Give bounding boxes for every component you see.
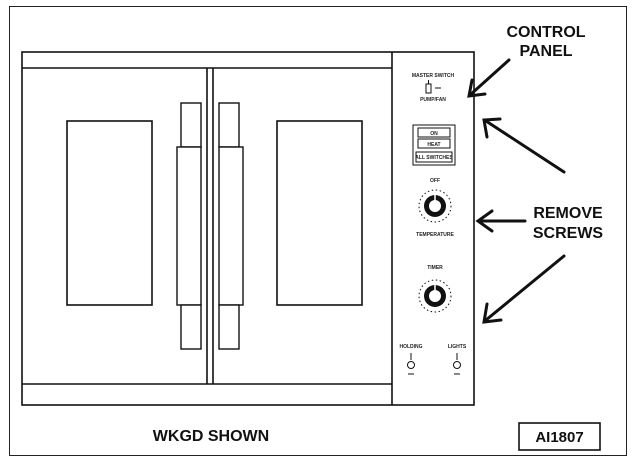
indicator-label-3: ALL SWITCHES	[415, 155, 453, 161]
left-door-window	[66, 120, 153, 306]
temperature-top-label: OFF	[430, 178, 440, 184]
control-panel-callout-line2: PANEL	[519, 43, 572, 60]
figure-id: AI1807	[535, 429, 583, 446]
right-door-handle	[218, 102, 244, 350]
caption: WKGD SHOWN	[153, 428, 269, 445]
screw-arrow-bottom	[482, 254, 566, 324]
left-switch-label: HOLDING	[399, 344, 422, 350]
timer-knob-icon	[418, 279, 452, 313]
master-switch-icon	[425, 80, 441, 94]
screw-arrow-middle	[475, 209, 527, 233]
left-toggle-icon	[407, 353, 415, 375]
figure-id-box	[518, 422, 601, 451]
callout-arrows	[467, 58, 566, 324]
remove-screws-callout-line2: SCREWS	[533, 225, 604, 242]
indicator-box	[412, 124, 456, 166]
right-door-window	[276, 120, 363, 306]
left-door-handle	[176, 102, 202, 350]
figure-frame	[9, 6, 627, 456]
control-panel-arrow	[467, 58, 511, 98]
remove-screws-callout-line1: REMOVE	[533, 205, 603, 222]
right-toggle-icon	[453, 353, 461, 375]
indicator-label-1: ON	[430, 131, 438, 137]
master-switch-label: MASTER SWITCH	[412, 73, 455, 79]
control-panel-callout-line1: CONTROL	[506, 24, 585, 41]
oven-body	[21, 51, 475, 406]
temperature-knob-icon	[418, 189, 452, 223]
right-switch-label: LIGHTS	[448, 344, 467, 350]
timer-label: TIMER	[427, 265, 443, 271]
indicator-label-2: HEAT	[427, 142, 440, 148]
control-panel: MASTER SWITCH PUMP/FAN ON HEAT ALL SWITC…	[399, 73, 467, 375]
screw-arrow-top	[482, 117, 566, 174]
temperature-label: TEMPERATURE	[416, 232, 454, 238]
switch-sub-label: PUMP/FAN	[420, 97, 446, 103]
